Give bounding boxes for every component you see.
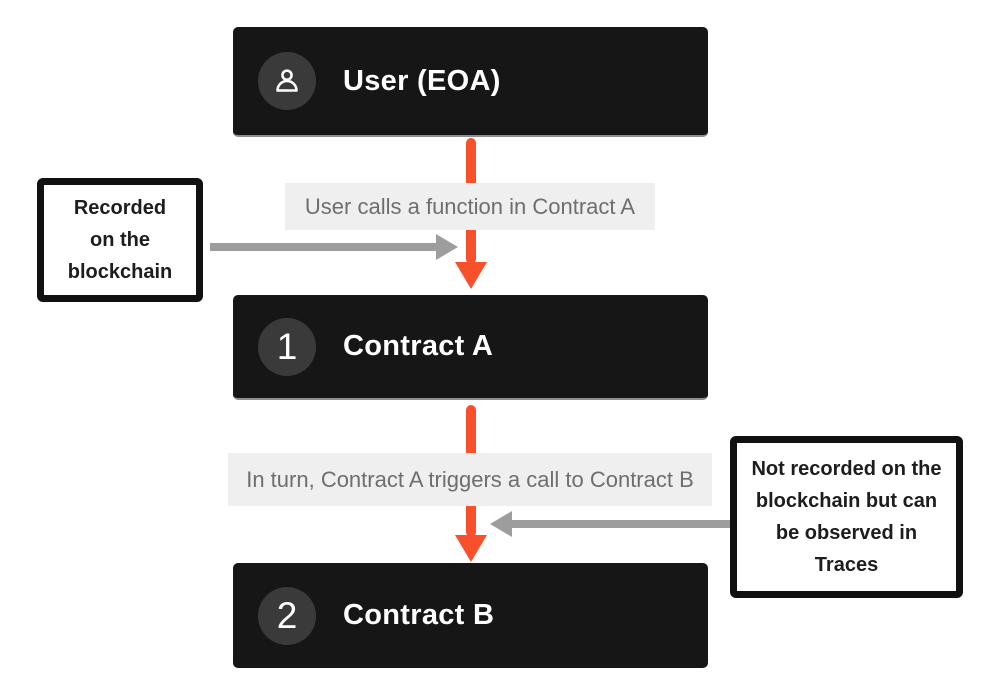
node-user-title: User (EOA): [343, 64, 501, 97]
gray-arrow-left-tail: [210, 243, 438, 251]
step-badge-2: 2: [258, 586, 316, 645]
node-contract-b-title: Contract B: [343, 599, 495, 631]
node-contract-a-title: Contract A: [343, 330, 494, 362]
annotation-not-recorded-traces: Not recorded on the blockchain but can b…: [730, 436, 963, 598]
edge-label-contract-a-to-contract-b: In turn, Contract A triggers a call to C…: [228, 453, 712, 506]
arrowhead-contract-a-to-contract-b: [455, 535, 487, 562]
step-badge-1: 1: [258, 317, 316, 376]
gray-arrow-left-head-icon: [436, 234, 458, 260]
node-user-eoa: User (EOA): [233, 27, 708, 137]
gray-arrow-right-tail: [512, 520, 730, 528]
node-contract-b: 2 Contract B: [233, 563, 708, 668]
node-contract-a: 1 Contract A: [233, 295, 708, 400]
user-avatar: [258, 52, 316, 110]
person-icon: [276, 69, 298, 92]
annotation-recorded-on-blockchain: Recorded on the blockchain: [37, 178, 203, 302]
gray-arrow-right-head-icon: [490, 511, 512, 537]
edge-label-user-to-contract-a: User calls a function in Contract A: [285, 183, 655, 230]
step-number: 2: [276, 595, 298, 636]
step-number: 1: [276, 326, 298, 367]
arrowhead-user-to-contract-a: [455, 262, 487, 289]
